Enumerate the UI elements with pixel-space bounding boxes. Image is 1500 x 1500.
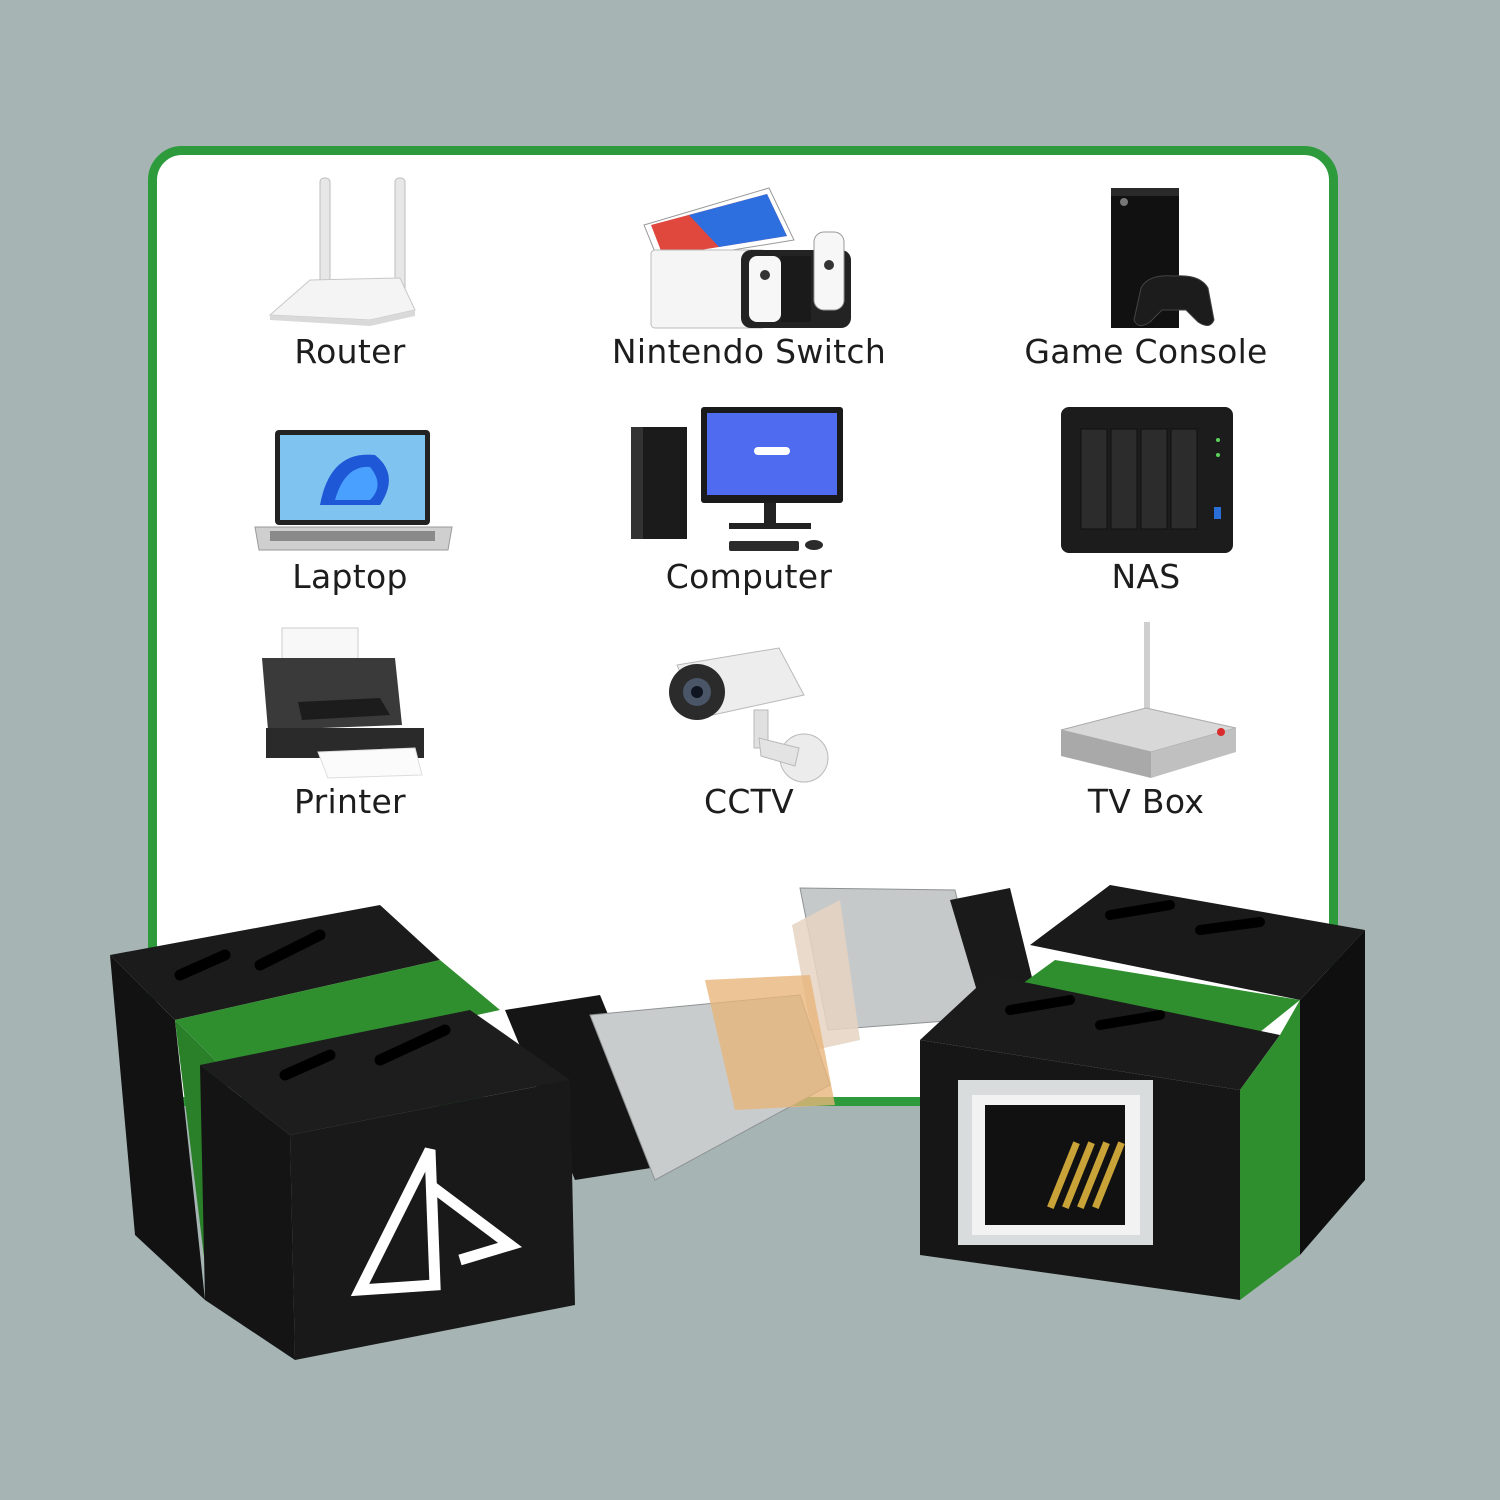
nas-icon — [1061, 407, 1233, 553]
device-laptop: Laptop — [170, 395, 530, 615]
device-label: Nintendo Switch — [611, 332, 887, 371]
device-label: Computer — [665, 557, 833, 596]
device-tv-box: TV Box — [966, 620, 1326, 840]
lg-logo-icon — [350, 1147, 523, 1297]
device-router: Router — [170, 170, 530, 390]
router-icon — [268, 177, 416, 326]
rj45-coupler-left — [110, 905, 575, 1360]
computer-icon — [631, 407, 843, 551]
rj45-plug-front — [505, 975, 835, 1181]
cctv-icon — [669, 647, 829, 783]
game-console-icon — [1111, 188, 1215, 328]
nintendo-switch-icon — [643, 187, 851, 329]
device-printer: Printer — [170, 620, 530, 840]
device-nintendo-switch: Nintendo Switch — [569, 170, 929, 390]
device-computer: Computer — [569, 395, 929, 615]
device-label: TV Box — [1087, 782, 1205, 821]
device-nas: NAS — [966, 395, 1326, 615]
device-label: CCTV — [703, 782, 795, 821]
device-label: Game Console — [1024, 332, 1268, 371]
device-label: NAS — [1111, 557, 1181, 596]
laptop-icon — [254, 430, 453, 551]
device-cctv: CCTV — [569, 620, 929, 840]
device-label: Printer — [294, 782, 406, 821]
rj45-coupler-right — [920, 885, 1365, 1300]
printer-icon — [262, 627, 424, 779]
device-game-console: Game Console — [966, 170, 1326, 390]
device-label: Laptop — [292, 557, 408, 596]
device-label: Router — [294, 332, 406, 371]
tv-box-icon — [1060, 622, 1237, 778]
